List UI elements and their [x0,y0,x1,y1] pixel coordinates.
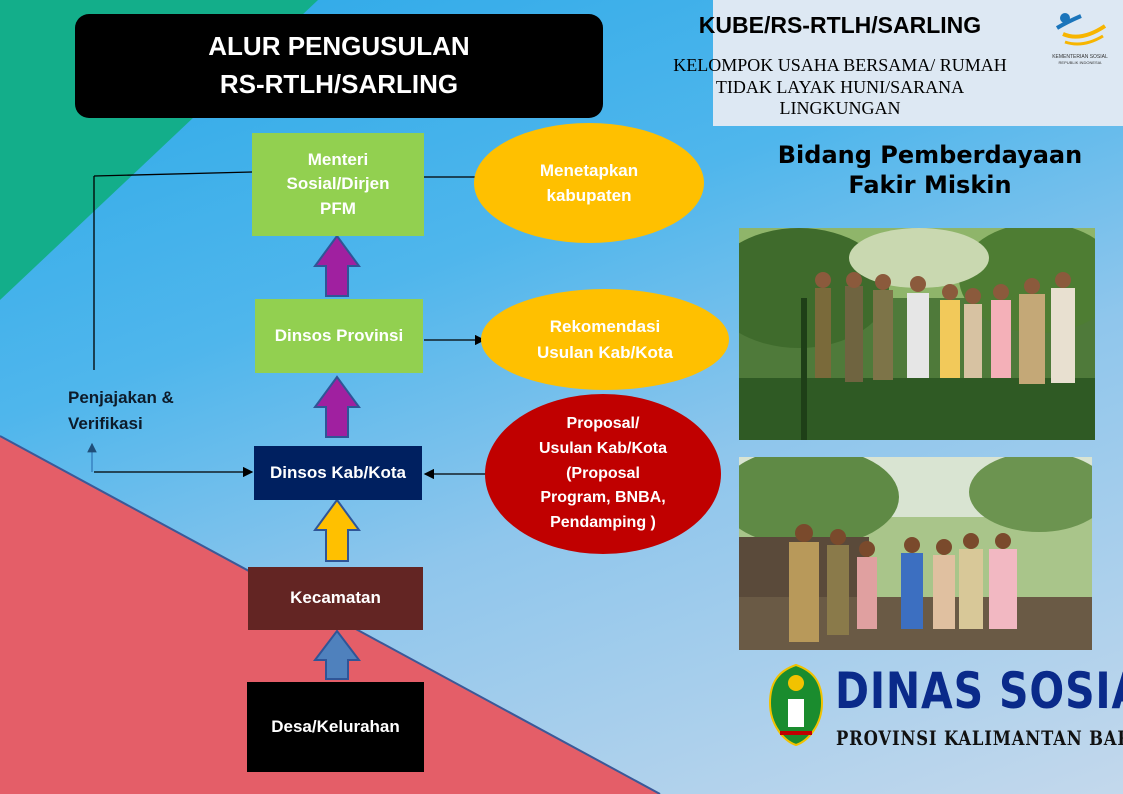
title-line-2: RS-RTLH/SARLING [219,69,459,99]
people-group-1 [801,272,1075,440]
program-full-line-2: TIDAK LAYAK HUNI/SARANA [715,76,965,97]
bidang-heading: Bidang Pemberdayaan Fakir Miskin [770,140,1090,200]
proposal-oval: Proposal/ Usulan Kab/Kota (Proposal Prog… [485,394,721,554]
arrow-up-kecamatan-kabkota [313,498,361,562]
menetapkan-line-2: kabupaten [546,186,632,205]
dinas-sosial-subtitle: PROVINSI KALIMANTAN BARAT [836,726,1123,750]
side-label-line-2: Verifikasi [68,414,143,434]
menetapkan-line-1: Menetapkan [539,160,639,180]
program-title: KUBE/RS-RTLH/SARLING [698,12,982,38]
dinas-sosial-title: DINAS SOSIAL [835,662,1123,720]
rekomendasi-line-1: Rekomendasi [549,317,661,336]
menetapkan-oval: Menetapkan kabupaten [474,123,704,243]
arrow-up-provinsi-menteri [313,234,361,297]
provincial-emblem [768,663,824,747]
dinsos-kabkota-box: Dinsos Kab/Kota [254,446,422,500]
header-panel [713,0,1123,126]
loop-line-top [93,171,253,177]
page-title: ALUR PENGUSULAN RS-RTLH/SARLING [75,14,603,118]
program-full-name: KELOMPOK USAHA BERSAMA/ RUMAH TIDAK LAYA… [660,55,1020,120]
program-full-line-3: LINGKUNGAN [779,98,901,119]
logo-arm-icon [1055,14,1082,30]
menteri-box: Menteri Sosial/Dirjen PFM [252,133,424,236]
program-full-line-1: KELOMPOK USAHA BERSAMA/ RUMAH [673,55,1007,75]
penjajakan-verifikasi-label: Penjajakan & Verifikasi [68,385,174,438]
bidang-line-2: Fakir Miskin [848,171,1012,199]
arrow-up-kabkota-provinsi [313,375,361,438]
rekomendasi-line-2: Usulan Kab/Kota [536,342,674,362]
kecamatan-box: Kecamatan [248,567,423,630]
field-visit-photo-1 [739,228,1095,440]
desa-kelurahan-box: Desa/Kelurahan [247,682,424,772]
logo-text-2: REPUBLIK INDONESIA [1059,60,1102,65]
proposal-line-3: (Proposal [566,464,640,482]
menteri-line-2: Sosial/Dirjen [286,174,390,194]
rekomendasi-oval: Rekomendasi Usulan Kab/Kota [481,289,729,390]
dinsos-provinsi-box: Dinsos Provinsi [255,299,423,373]
side-label-line-1: Penjajakan & [68,388,174,407]
logo-wave-icon-2 [1064,34,1104,46]
logo-wave-icon [1062,24,1107,39]
proposal-line-1: Proposal/ [566,415,640,432]
title-line-1: ALUR PENGUSULAN [208,31,470,62]
emblem-star-icon [788,675,804,691]
proposal-line-4: Program, BNBA, [540,489,666,507]
ministry-logo: KEMENTERIAN SOSIAL REPUBLIK INDONESIA [1052,13,1108,65]
proposal-line-2: Usulan Kab/Kota [538,439,667,457]
menteri-line-1: Menteri [307,149,369,169]
field-visit-photo-2 [739,457,1092,650]
logo-text-1: KEMENTERIAN SOSIAL [1052,54,1108,60]
proposal-line-5: Pendamping ) [550,514,656,532]
menteri-line-3: PFM [320,198,356,218]
emblem-tower-icon [788,699,804,727]
people-group-2 [789,524,1017,642]
bidang-line-1: Bidang Pemberdayaan [777,141,1083,169]
arrow-up-desa-kecamatan [312,629,362,680]
